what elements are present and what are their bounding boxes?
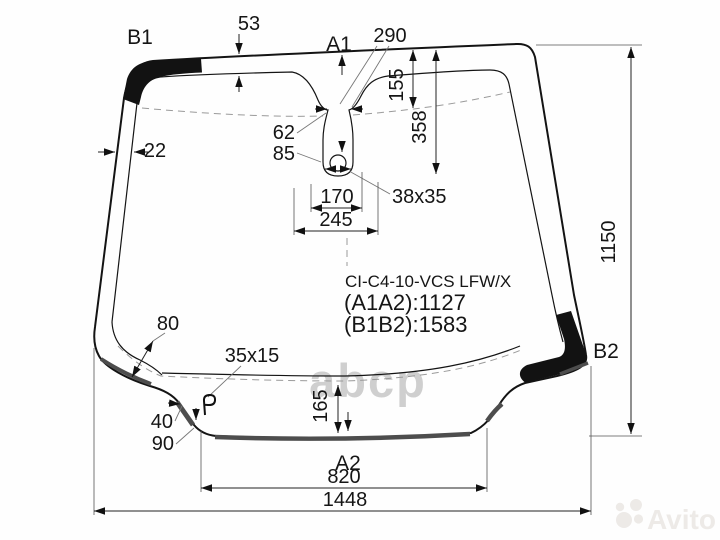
dimensions: 53 A1 290 155 358 62 85 38x35 170 — [93, 13, 642, 515]
shade-band-dashed-right — [352, 91, 511, 116]
glass-inner-contour — [111, 69, 564, 343]
dim-step-top-leader — [174, 405, 183, 422]
dim-top-band-label: 53 — [238, 13, 260, 35]
part-a1a2-length: (A1A2):1127 — [344, 290, 466, 315]
b1-corner-patch — [123, 58, 202, 105]
dim-step-bottom-label: 90 — [152, 433, 174, 455]
shade-band-dashed-left — [141, 107, 324, 117]
trim-below-b2 — [559, 361, 589, 376]
trim-left-step — [174, 400, 196, 427]
dim-slot-label: 35x15 — [225, 345, 280, 367]
dim-sensor-leader — [348, 170, 391, 195]
dim-neck-width-label: 62 — [273, 122, 295, 144]
b1-label: B1 — [127, 26, 153, 49]
a1-label: A1 — [326, 33, 352, 56]
glass-inner-bottom-sweep — [161, 345, 521, 377]
dim-height-label: 1150 — [598, 220, 620, 263]
b2-corner-patch — [519, 311, 587, 383]
dim-mount-depth-label: 358 — [409, 110, 431, 143]
sensor-circle — [329, 154, 347, 172]
dim-slot-leader — [207, 365, 242, 398]
dim-bulb-leader — [296, 152, 322, 163]
dim-bottom-band-label: 80 — [157, 313, 179, 335]
dim-245-label: 245 — [319, 209, 352, 231]
dim-step-bottom-leader — [175, 427, 195, 445]
avito-watermark: Avito — [615, 499, 716, 535]
wiper-slot-mark — [202, 393, 217, 416]
dim-recess-leader-1 — [339, 45, 378, 105]
b2-label: B2 — [593, 340, 619, 363]
dim-bottom-band-leader — [152, 332, 166, 342]
dim-slot-arrow-right — [167, 399, 181, 407]
dim-recess-width-label: 290 — [373, 25, 406, 47]
dim-neck-leader — [296, 112, 327, 134]
dim-bottom-band-line — [131, 340, 154, 378]
trim-bottom-edge — [214, 431, 471, 441]
part-b1b2-length: (B1B2):1583 — [344, 312, 468, 337]
dim-170-label: 170 — [320, 186, 353, 208]
dim-bulb-width-label: 85 — [273, 143, 295, 165]
dim-820-label: 820 — [327, 466, 360, 488]
dim-1448-label: 1448 — [323, 489, 368, 511]
trim-right-step — [485, 402, 504, 423]
dim-bottom-inset-label: 165 — [310, 389, 332, 422]
part-info: CI-C4-10-VCS LFW/X (A1A2):1127 (B1B2):15… — [344, 272, 511, 337]
dim-recess-leader-2 — [351, 45, 390, 108]
dim-side-band-label: 22 — [144, 140, 166, 162]
dim-sensor-size-label: 38x35 — [392, 186, 447, 208]
dim-band-depth-label: 155 — [386, 68, 408, 101]
glass-outer-edge — [93, 42, 588, 439]
part-code: CI-C4-10-VCS LFW/X — [345, 272, 511, 291]
a2-label: A2 — [335, 452, 361, 475]
dim-step-top-label: 40 — [151, 411, 173, 433]
glass-inner-bottom-left — [111, 321, 163, 376]
trim-bottom-left-edge — [99, 357, 152, 386]
avito-logo-icon — [615, 499, 644, 528]
avito-watermark-text: Avito — [647, 504, 716, 535]
